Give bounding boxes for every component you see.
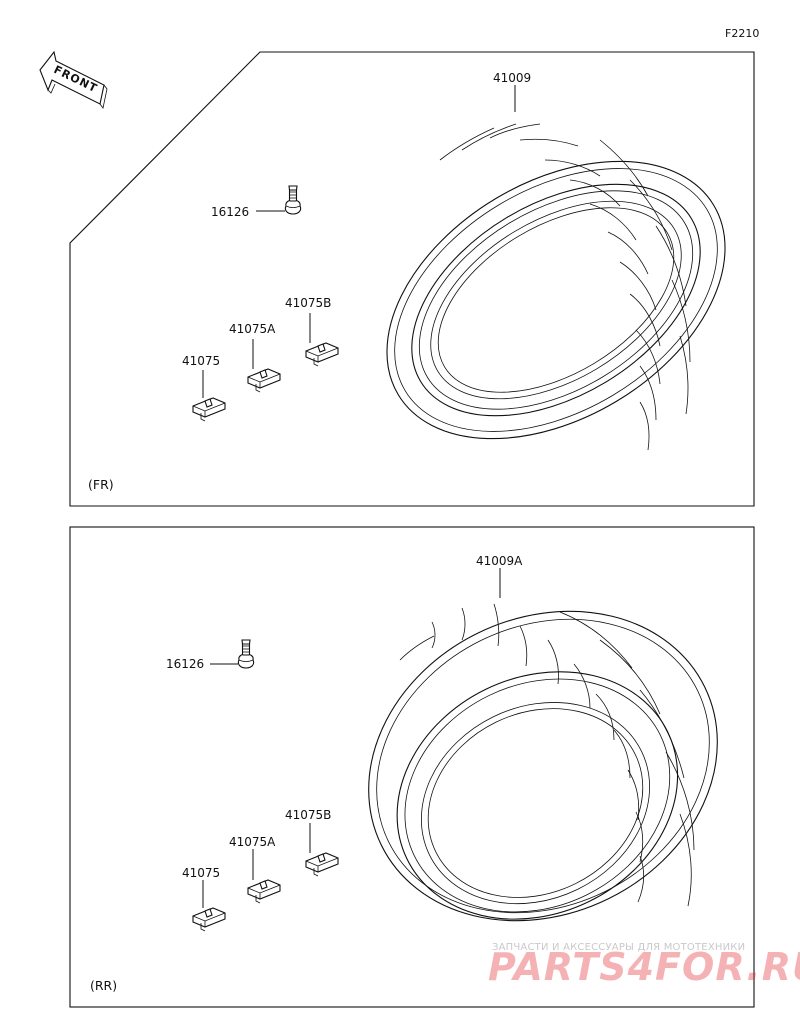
front-weight-a-icon (247, 368, 281, 393)
rear-tread-grooves (399, 603, 695, 907)
rear-frame (69, 526, 755, 1008)
front-weight-b-part-number: 41075B (285, 296, 331, 310)
front-weight-b-icon (305, 342, 339, 367)
front-tire (386, 123, 726, 451)
front-section-label: (FR) (88, 477, 114, 492)
front-arrow-icon: FRONT (39, 50, 108, 109)
rear-section: (RR) (69, 526, 755, 1008)
rear-valve-icon (237, 639, 255, 669)
front-valve-icon (284, 185, 302, 215)
front-weight-a-part-number: 41075A (229, 322, 276, 336)
watermark-tagline: ЗАПЧАСТИ И АКСЕССУАРЫ ДЛЯ МОТОТЕХНИКИ (492, 942, 745, 953)
watermark-logo: PARTS4FOR.RU (488, 945, 800, 989)
rear-weight-b-icon (305, 852, 339, 877)
rear-valve-part-number: 16126 (166, 657, 204, 671)
front-valve-part-number: 16126 (211, 205, 249, 219)
rear-section-label: (RR) (90, 978, 117, 993)
rear-tire (368, 603, 718, 922)
figure-code: F2210 (725, 27, 759, 40)
front-frame (69, 51, 755, 507)
front-section: (FR) (69, 51, 755, 507)
watermark: ЗАПЧАСТИ И АКСЕССУАРЫ ДЛЯ МОТОТЕХНИКИ PA… (488, 942, 800, 989)
rear-weight-icon (192, 907, 226, 932)
rear-weight-b-part-number: 41075B (285, 808, 331, 822)
front-tread-grooves (439, 123, 691, 451)
rear-weight-a-part-number: 41075A (229, 835, 276, 849)
front-weight-icon (192, 397, 226, 422)
front-weight-part-number: 41075 (182, 354, 220, 368)
rear-weight-a-icon (247, 879, 281, 904)
rear-tire-part-number: 41009A (476, 554, 523, 568)
rear-weight-part-number: 41075 (182, 866, 220, 880)
front-tire-part-number: 41009 (493, 71, 531, 85)
